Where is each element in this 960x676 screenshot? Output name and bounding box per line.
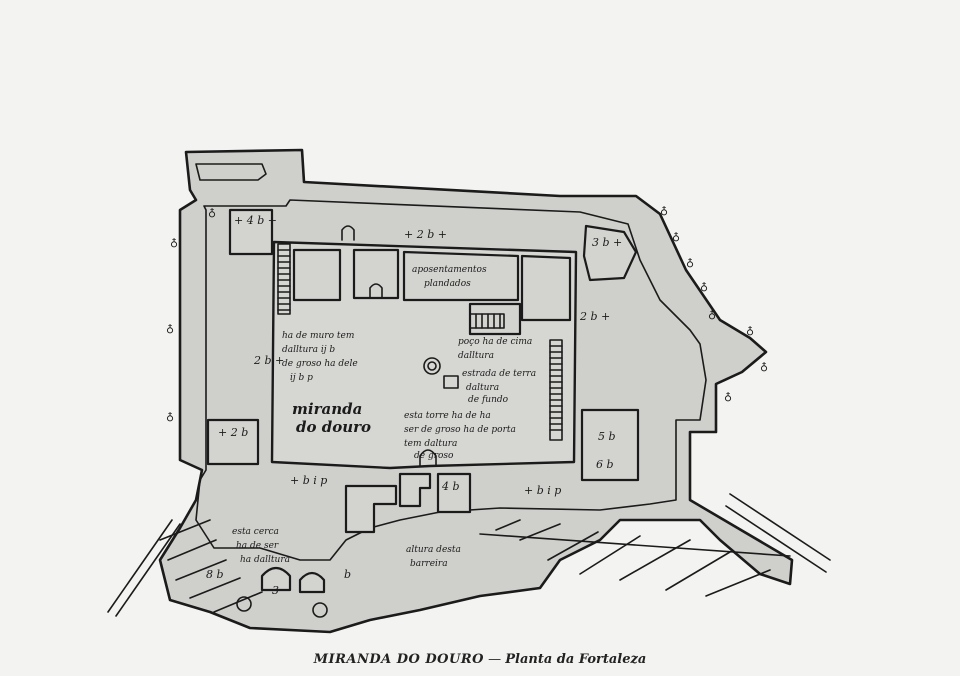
figure-caption: MIRANDA DO DOURO — Planta da Fortaleza: [0, 652, 960, 667]
svg-text:♁: ♁: [724, 390, 732, 403]
bottom-circle-right: [312, 602, 328, 618]
west-staircase: [277, 243, 291, 315]
label-fortress-name-1: miranda: [292, 400, 362, 418]
measure-left: 2 b +: [253, 354, 284, 367]
caption-separator: —: [483, 652, 506, 667]
label-lodgings-1: aposentamentos: [412, 265, 487, 275]
north-gate-arch: [341, 225, 355, 241]
northwest-hook: [195, 163, 267, 181]
southwest-ramp: [107, 519, 181, 617]
north-room-4: [520, 254, 572, 322]
label-west-1: ha de muro tem: [282, 331, 354, 341]
svg-text:♁: ♁: [760, 360, 768, 373]
northeast-tower: [582, 224, 638, 282]
svg-text:♁: ♁: [686, 256, 694, 269]
svg-text:♁: ♁: [700, 280, 708, 293]
label-center-1: poço ha de cima: [458, 337, 532, 347]
label-moat-right-2: barreira: [410, 559, 448, 569]
east-staircase: [549, 339, 563, 441]
east-edge-marks: ♁ ♁ ♁ ♁ ♁ ♁ ♁ ♁: [660, 204, 768, 403]
label-moat-1: esta cerca: [232, 527, 279, 537]
north-room-5: [468, 302, 522, 336]
label-fortress-name-2: do douro: [296, 418, 371, 436]
handwritten-labels: aposentamentos plandados ha de muro tem …: [206, 214, 622, 597]
label-south-4: de groso: [414, 451, 454, 461]
label-cistern-2: daltura: [466, 383, 499, 393]
bottom-circle-left: [236, 596, 252, 612]
svg-text:♁: ♁: [166, 322, 174, 335]
svg-text:♁: ♁: [708, 308, 716, 321]
label-cistern-1: estrada de terra: [462, 369, 536, 379]
label-south-1: esta torre ha de ha: [404, 411, 491, 421]
label-moat-right-1: altura desta: [406, 545, 461, 555]
measure-gate-right: b: [344, 568, 351, 581]
northwest-tower: [228, 208, 274, 256]
north-staircase: [469, 313, 505, 329]
measure-gate-left: 8 b: [206, 568, 224, 581]
measure-bottom-left: + b i p: [290, 474, 327, 487]
svg-text:♁: ♁: [208, 206, 216, 219]
north-room-2: [352, 248, 400, 300]
caption-place: MIRANDA DO DOURO: [313, 652, 484, 667]
label-west-4: ij b p: [290, 373, 313, 383]
east-ramp: [725, 493, 831, 573]
svg-text:♁: ♁: [672, 230, 680, 243]
lodgings-room: [402, 250, 520, 302]
measure-bottom-mid: 4 b: [441, 480, 460, 493]
north-room-1: [292, 248, 342, 302]
measure-right: 2 b +: [579, 310, 610, 323]
south-niche-left: [260, 566, 292, 592]
label-west-3: de groso ha dele: [282, 359, 358, 369]
svg-text:♁: ♁: [166, 410, 174, 423]
label-cistern-3: de fundo: [468, 395, 509, 405]
measure-top: + 2 b +: [404, 228, 447, 241]
cistern-symbol: [443, 375, 459, 389]
label-moat-2: ha de ser: [236, 541, 279, 551]
measure-tr-tower: 3 b +: [592, 236, 622, 249]
well-circle: [423, 357, 441, 375]
label-south-2: ser de groso ha de porta: [404, 425, 516, 435]
measure-tl-tower: + 4 b +: [234, 214, 277, 227]
south-niche-right: [298, 571, 326, 594]
label-west-2: dalltura ij b: [282, 345, 335, 355]
label-south-3: tem daltura: [404, 439, 457, 449]
measure-bottom-right: + b i p: [524, 484, 561, 497]
south-gate-left: [344, 484, 398, 534]
measure-gate-mid: 3: [272, 584, 279, 597]
southwest-tower: [206, 418, 260, 466]
svg-text:♁: ♁: [746, 324, 754, 337]
label-center-2: dalltura: [458, 351, 494, 361]
arch-in-room-2: [369, 283, 383, 299]
south-gate-right: [436, 472, 472, 514]
measure-bl-room: + 2 b: [218, 426, 248, 439]
svg-text:♁: ♁: [660, 204, 668, 217]
west-edge-marks: ♁ ♁ ♁ ♁: [166, 206, 216, 423]
svg-text:♁: ♁: [170, 236, 178, 249]
southeast-tower: [580, 408, 640, 482]
south-gate-arch: [419, 449, 437, 467]
caption-subtitle: Planta da Fortaleza: [505, 652, 647, 667]
measure-br-room-2: 6 b: [596, 458, 614, 471]
inner-curtain: [195, 199, 707, 561]
label-moat-3: ha dalltura: [240, 555, 290, 565]
label-lodgings-2: plandados: [424, 279, 471, 289]
south-gate-mid: [398, 472, 432, 508]
measure-br-room: 5 b: [598, 430, 616, 443]
